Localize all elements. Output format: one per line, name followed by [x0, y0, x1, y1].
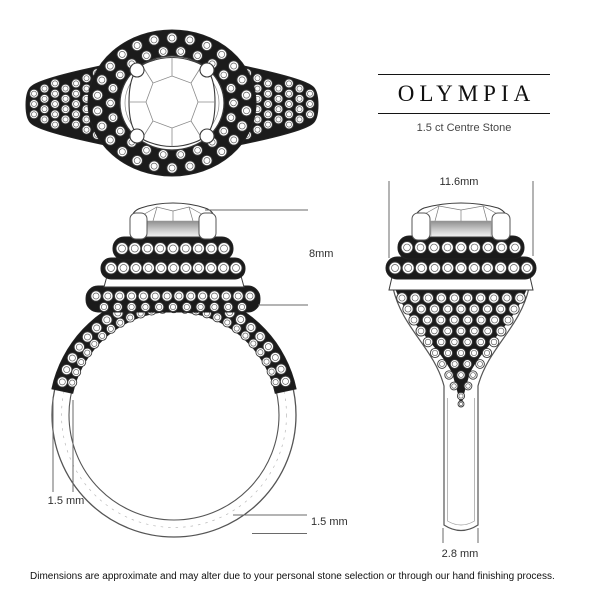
title-rule-top: [378, 74, 550, 75]
facet-line: [190, 120, 202, 138]
crown-facet-line-side: [482, 205, 488, 222]
band-thickness-dimension-label: 1.5 mm: [311, 516, 348, 528]
centre-stone-subtitle: 1.5 ct Centre Stone: [416, 122, 512, 134]
prong-top: [199, 128, 215, 144]
side-view: [385, 202, 537, 532]
band-width-dimension-label: 1.5 mm: [47, 495, 85, 507]
halo-tier2-side-gems: [388, 261, 534, 275]
halo-tier1-side-gems: [400, 241, 522, 254]
crown-facet-line: [188, 206, 194, 222]
prong-side: [411, 212, 431, 241]
shank-inner-line: [447, 398, 475, 526]
prong-side: [491, 212, 511, 241]
halo-tier2-gems: [104, 261, 243, 275]
facet-line: [190, 66, 202, 84]
title-block: OLYMPIA 1.5 ct Centre Stone: [378, 74, 550, 134]
title-rule-bottom: [378, 113, 550, 114]
head-width-dimension-label: 11.6mm: [439, 176, 479, 188]
halo-tier1-gems: [115, 242, 231, 255]
facet-line: [142, 66, 154, 84]
shank-outline: [392, 287, 530, 532]
prong-top: [129, 128, 145, 144]
product-title: OLYMPIA: [397, 81, 536, 106]
head-height-dimension-label: 8mm: [309, 248, 334, 260]
gallery-bulge-gems: [90, 290, 256, 313]
top-view: [25, 29, 319, 177]
prong-front: [198, 212, 217, 240]
girdle-shading: [146, 220, 200, 237]
crown-facet-line: [152, 206, 158, 222]
shoulder-pave-v-gems: [396, 292, 526, 408]
band-centre-dashed-line: [61, 302, 287, 528]
girdle-shading-side: [430, 220, 492, 237]
prong-front: [129, 212, 148, 240]
front-view: [51, 202, 297, 538]
prong-top: [129, 62, 145, 78]
shank-width-dimension-label: 2.8 mm: [441, 548, 479, 560]
halo-pave-gems: [91, 32, 253, 174]
disclaimer-text: Dimensions are approximate and may alter…: [30, 571, 555, 582]
facet-line: [142, 120, 154, 138]
prong-top: [199, 62, 215, 78]
dimension-leader-lines: [52, 181, 534, 543]
crown-facet-line-side: [434, 205, 440, 222]
